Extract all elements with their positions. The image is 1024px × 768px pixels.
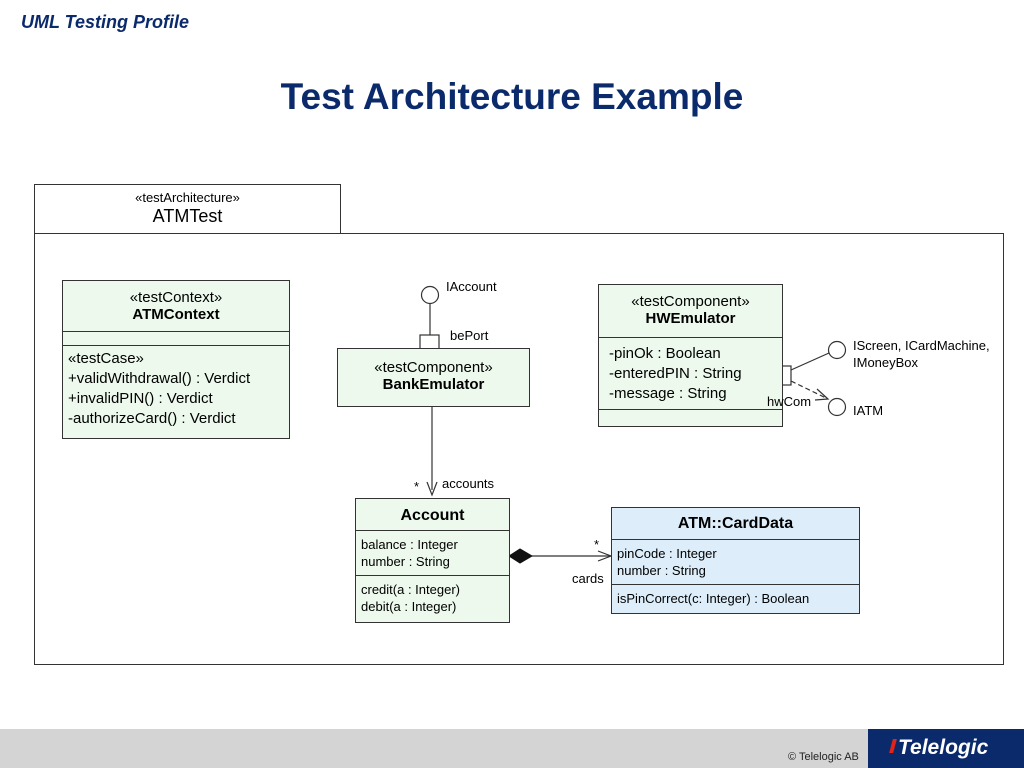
atm-context-class: «testContext» ATMContext «testCase» +val… [62, 280, 290, 439]
account-op: credit(a : Integer) [361, 582, 460, 597]
iaccount-interface-icon [420, 285, 440, 305]
hw-emulator-attr: -message : String [609, 385, 727, 402]
course-title: UML Testing Profile [21, 12, 190, 32]
slide-title: Test Architecture Example [280, 76, 744, 117]
accounts-arrowhead [426, 481, 438, 497]
copyright-text: © Telelogic AB [788, 751, 859, 763]
be-port-label: bePort [450, 328, 489, 343]
provided-interfaces-label-line2: IMoneyBox [853, 355, 919, 370]
card-data-ops-compartment: isPinCorrect(c: Integer) : Boolean [612, 585, 859, 609]
accounts-role-label: accounts [442, 476, 495, 491]
card-data-attr: number : String [617, 563, 706, 578]
iatm-dependency-line [790, 380, 827, 399]
bank-emulator-class: «testComponent» BankEmulator [337, 348, 530, 407]
logo-text: Telelogic [898, 736, 989, 759]
hw-com-port-label: hwCom [767, 394, 812, 409]
hw-emulator-attr: -pinOk : Boolean [609, 345, 721, 362]
frame-name: ATMTest [152, 206, 223, 226]
telelogic-logo: Telelogic [868, 729, 1024, 768]
test-architecture-frame [34, 233, 1004, 665]
account-attr-compartment: balance : Integer number : String [356, 531, 509, 576]
hw-emulator-attr: -enteredPIN : String [609, 365, 742, 382]
frame-stereotype: «testArchitecture» [135, 190, 240, 205]
account-op: debit(a : Integer) [361, 599, 457, 614]
bank-emulator-stereotype: «testComponent» [374, 359, 493, 376]
iatm-interface-icon [827, 397, 847, 417]
account-ops-compartment: credit(a : Integer) debit(a : Integer) [356, 576, 509, 618]
accounts-multiplicity: * [414, 479, 420, 494]
atm-context-name: ATMContext [132, 306, 220, 323]
composition-diamond-icon [508, 548, 533, 564]
iaccount-label: IAccount [446, 279, 497, 294]
hw-emulator-class: «testComponent» HWEmulator -pinOk : Bool… [598, 284, 783, 427]
iscreen-connector [790, 352, 830, 371]
atm-context-op: -authorizeCard() : Verdict [68, 410, 236, 427]
account-class: Account balance : Integer number : Strin… [355, 498, 510, 623]
card-data-name: ATM::CardData [612, 508, 859, 540]
footer-bar [0, 729, 1024, 768]
atm-context-op: «testCase» [68, 350, 144, 367]
account-attr: number : String [361, 554, 450, 569]
iatm-label: IATM [853, 403, 884, 418]
card-data-attr: pinCode : Integer [617, 546, 717, 561]
logo-accent-icon [889, 739, 897, 753]
bank-emulator-name: BankEmulator [382, 376, 485, 393]
account-name: Account [356, 499, 509, 531]
iatm-arrowhead [814, 388, 830, 401]
atm-context-stereotype: «testContext» [129, 289, 223, 306]
test-architecture-frame-tab: «testArchitecture» ATMTest [34, 184, 341, 234]
card-data-class: ATM::CardData pinCode : Integer number :… [611, 507, 860, 614]
cards-role-label: cards [572, 571, 604, 586]
atm-context-op: +validWithdrawal() : Verdict [68, 370, 251, 387]
card-data-op: isPinCorrect(c: Integer) : Boolean [617, 591, 810, 606]
hw-emulator-name: HWEmulator [645, 310, 736, 327]
hw-emulator-attr-compartment: -pinOk : Boolean -enteredPIN : String -m… [599, 338, 782, 410]
account-attr: balance : Integer [361, 537, 458, 552]
card-data-attr-compartment: pinCode : Integer number : String [612, 540, 859, 585]
cards-multiplicity: * [594, 537, 600, 552]
atm-context-ops-compartment: «testCase» +validWithdrawal() : Verdict … [63, 346, 289, 432]
provided-interfaces-label-line1: IScreen, ICardMachine, [853, 338, 990, 353]
atm-context-op: +invalidPIN() : Verdict [68, 390, 213, 407]
atm-context-attr-compartment [63, 332, 289, 346]
hw-emulator-ops-compartment [599, 410, 782, 416]
iscreen-interface-icon [827, 340, 847, 360]
hw-emulator-stereotype: «testComponent» [631, 293, 750, 310]
